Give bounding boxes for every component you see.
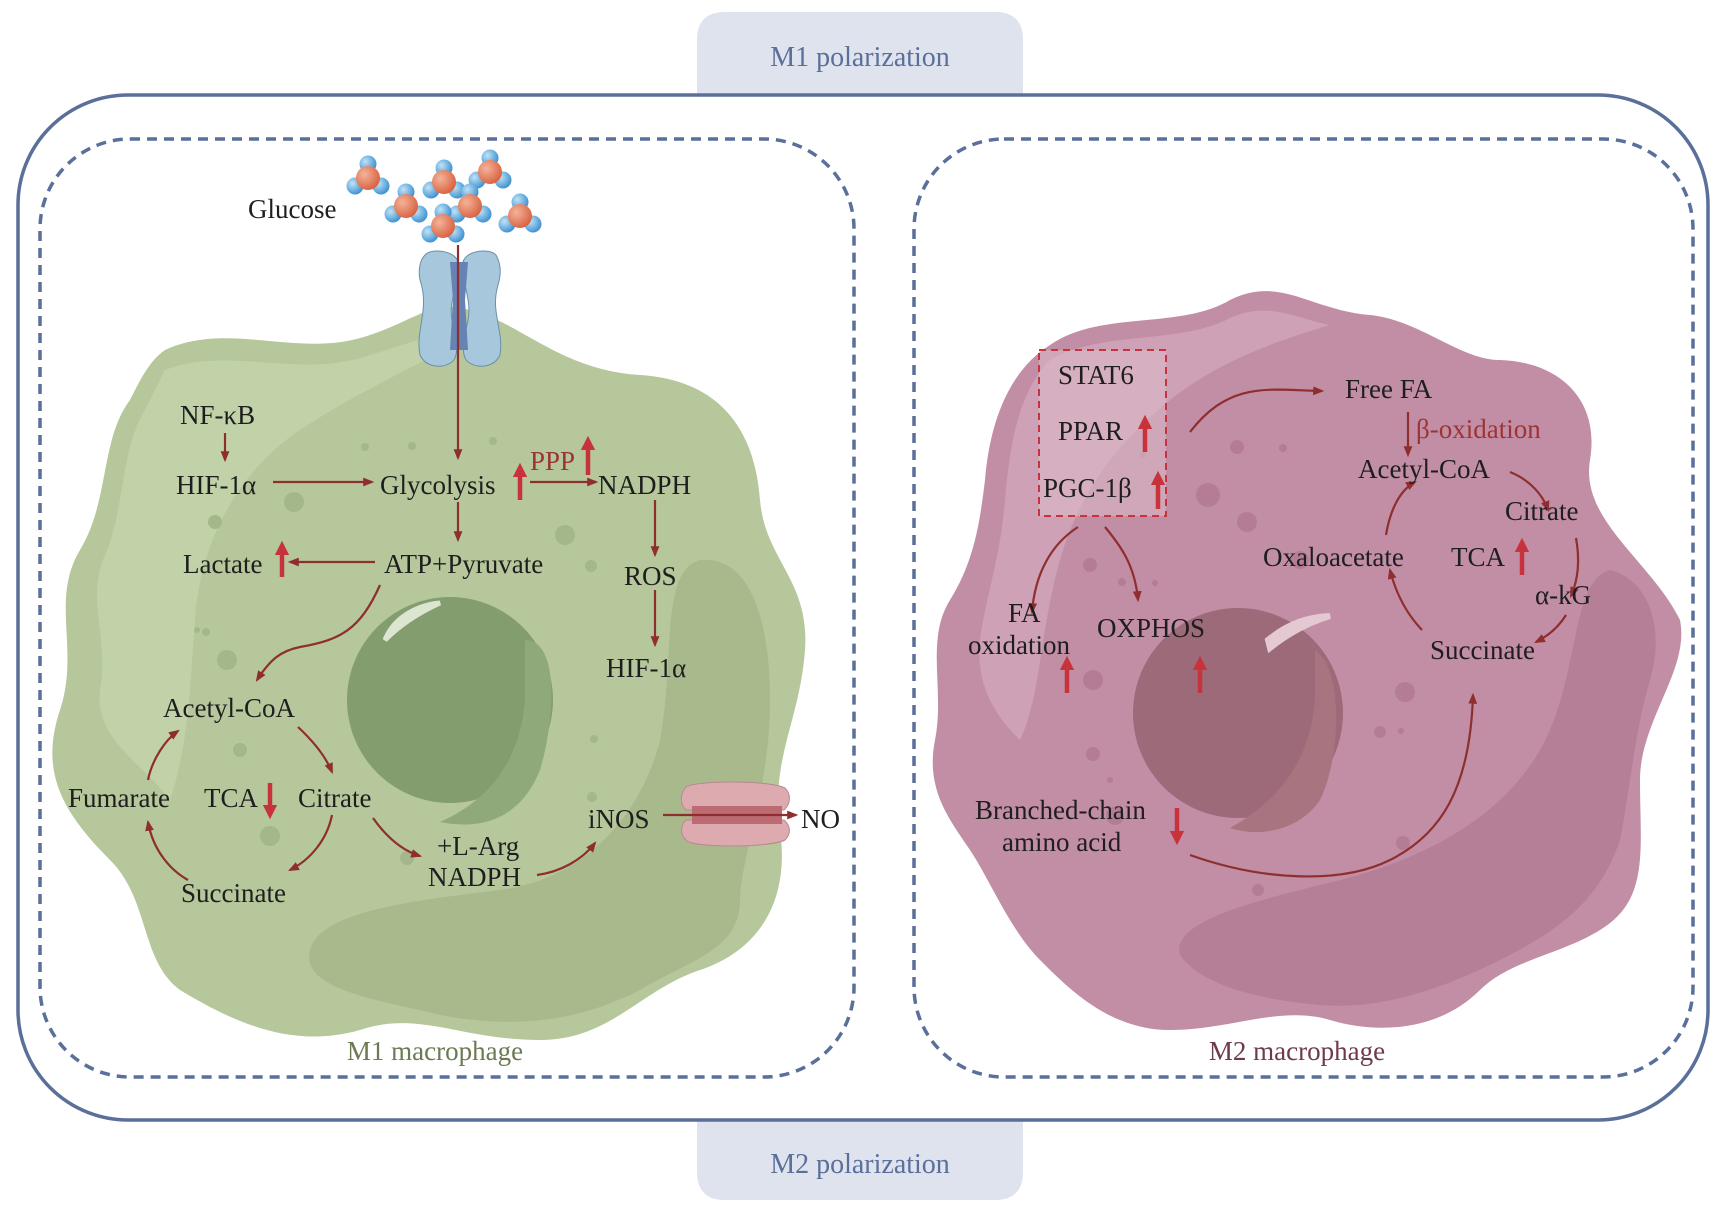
m2-labels: STAT6 PPAR PGC-1β Free FA β-oxidation Ac… bbox=[968, 360, 1591, 1066]
arrow-citrate-to-succinate bbox=[288, 814, 334, 871]
nfkb-label: NF-κB bbox=[180, 400, 255, 430]
arrow-nadph-to-inos bbox=[536, 841, 597, 877]
arrow-citrate-to-larg bbox=[372, 817, 423, 858]
nadph-label: NADPH bbox=[598, 470, 691, 500]
nadph-cofactor-label: NADPH bbox=[428, 862, 521, 892]
atp-pyruvate-label: ATP+Pyruvate bbox=[384, 549, 543, 579]
glucose-molecule-icon bbox=[384, 183, 428, 223]
arrow-box-to-fa-oxidation bbox=[1028, 526, 1079, 615]
m1-cell-highlight bbox=[96, 333, 471, 800]
no-label: NO bbox=[801, 804, 840, 834]
akg-label: α-kG bbox=[1535, 580, 1591, 610]
arrow-oxaloacetate-to-acetylcoa bbox=[1384, 480, 1417, 536]
m1-polarization-tab: M1 polarization bbox=[697, 12, 1023, 95]
m1-pathway-arrows bbox=[145, 245, 660, 881]
arrow-acetylcoa-to-citrate bbox=[297, 726, 334, 775]
free-fa-label: Free FA bbox=[1345, 374, 1433, 404]
l-arg-label: +L-Arg bbox=[437, 831, 519, 861]
m2-vesicles bbox=[1083, 440, 1415, 896]
m2-polarization-label: M2 polarization bbox=[770, 1149, 950, 1180]
m1-panel-border bbox=[38, 137, 856, 1079]
glucose-label: Glucose bbox=[248, 194, 336, 224]
m2-citrate-label: Citrate bbox=[1505, 496, 1578, 526]
glucose-molecule-icon bbox=[498, 193, 542, 233]
fumarate-label: Fumarate bbox=[68, 783, 170, 813]
fa-label: FA bbox=[1008, 598, 1041, 628]
glucose-molecule-icon bbox=[448, 183, 492, 223]
m2-acetyl-coa-label: Acetyl-CoA bbox=[1358, 454, 1490, 484]
m2-cell-shadow bbox=[1179, 570, 1656, 1006]
glucose-molecule-icon bbox=[468, 149, 512, 189]
ros-label: ROS bbox=[624, 561, 677, 591]
m2-panel-border bbox=[912, 137, 1695, 1079]
hif1a-label: HIF-1α bbox=[176, 470, 256, 500]
m1-macrophage-caption: M1 macrophage bbox=[347, 1036, 523, 1066]
tca-label: TCA bbox=[204, 783, 259, 813]
pgc1b-label: PGC-1β bbox=[1043, 473, 1132, 503]
m2-pathway-arrows bbox=[1028, 386, 1580, 878]
m2-polarization-tab: M2 polarization bbox=[697, 1120, 1023, 1200]
oxidation-label: oxidation bbox=[968, 630, 1070, 660]
citrate-label: Citrate bbox=[298, 783, 371, 813]
m2-nucleus bbox=[1133, 608, 1343, 833]
ppar-label: PPAR bbox=[1058, 416, 1123, 446]
arrow-succinate-to-oxaloacetate bbox=[1387, 567, 1423, 631]
glucose-molecules bbox=[346, 149, 542, 243]
arrow-acetylcoa-to-citrate bbox=[1509, 470, 1550, 513]
arrow-fumarate-to-acetylcoa bbox=[146, 729, 180, 781]
bcaa-label-line1: Branched-chain bbox=[975, 795, 1146, 825]
m1-cell bbox=[52, 307, 806, 1040]
succinate-label: Succinate bbox=[181, 878, 286, 908]
acetyl-coa-label: Acetyl-CoA bbox=[163, 693, 295, 723]
oxphos-label: OXPHOS bbox=[1097, 613, 1205, 643]
m1-nucleus bbox=[347, 597, 553, 825]
m1-labels: NF-κB HIF-1α Glycolysis PPP NADPH Lactat… bbox=[68, 400, 840, 1066]
hif1a-bottom-label: HIF-1α bbox=[606, 653, 686, 683]
m2-tca-label: TCA bbox=[1451, 542, 1506, 572]
inos-label: iNOS bbox=[588, 804, 650, 834]
m1-cell-shadow bbox=[309, 559, 770, 1022]
beta-oxidation-label: β-oxidation bbox=[1416, 414, 1541, 444]
glucose-molecule-icon bbox=[346, 155, 390, 195]
outer-frame bbox=[16, 93, 1710, 1122]
m2-succinate-label: Succinate bbox=[1430, 635, 1535, 665]
arrow-box-to-oxphos bbox=[1104, 526, 1142, 603]
arrow-atp-to-acetylcoa bbox=[255, 584, 382, 682]
glucose-molecule-icon bbox=[421, 203, 465, 243]
arrow-akg-to-succinate bbox=[1534, 614, 1567, 643]
m2-macrophage-caption: M2 macrophage bbox=[1209, 1036, 1385, 1066]
stat6-label: STAT6 bbox=[1058, 360, 1134, 390]
glucose-molecule-icon bbox=[422, 159, 466, 199]
no-channel-icon bbox=[663, 781, 799, 847]
arrow-succinate-to-fumarate bbox=[145, 819, 189, 881]
glycolysis-label: Glycolysis bbox=[380, 470, 496, 500]
m1-polarization-label: M1 polarization bbox=[770, 42, 950, 73]
arrow-citrate-to-akg bbox=[1569, 537, 1580, 599]
arrow-bcaa-to-succinate bbox=[1189, 692, 1478, 878]
arrow-box-to-freefa bbox=[1189, 386, 1325, 433]
m1-vesicles bbox=[194, 437, 598, 865]
lactate-label: Lactate bbox=[183, 549, 262, 579]
m2-regulation-arrows bbox=[1059, 414, 1530, 846]
ppp-label: PPP bbox=[530, 446, 575, 476]
glucose-transporter-icon bbox=[418, 250, 502, 367]
bcaa-label-line2: amino acid bbox=[1002, 827, 1122, 857]
oxaloacetate-label: Oxaloacetate bbox=[1263, 542, 1404, 572]
m1-regulation-arrows bbox=[262, 435, 596, 820]
